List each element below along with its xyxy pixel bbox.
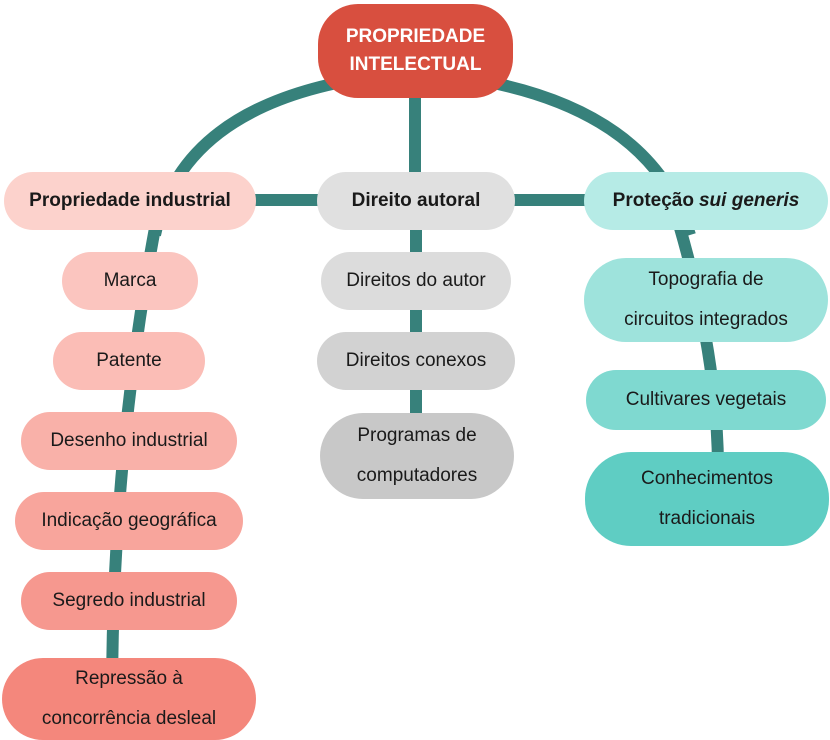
industrial-last-line-2: concorrência desleal <box>41 708 217 729</box>
industrial-item: Patente <box>53 332 205 390</box>
industrial-item: Marca <box>62 252 198 310</box>
industrial-last-line-1: Repressão à <box>75 668 183 689</box>
autoral-head-label: Direito autoral <box>351 190 481 211</box>
suigeneris-last-line-1: Conhecimentos <box>640 468 774 489</box>
autoral-item-label: Direitos conexos <box>345 350 487 371</box>
suigeneris-item-first: Topografia de circuitos integrados <box>584 258 828 342</box>
autoral-last-line-1: Programas de <box>357 425 477 446</box>
suigeneris-head-label: Proteção <box>612 190 694 211</box>
suigeneris-item-last: Conhecimentos tradicionais <box>585 452 829 546</box>
root-line-2: INTELECTUAL <box>349 54 482 75</box>
industrial-head-label: Propriedade industrial <box>29 190 231 211</box>
industrial-item: Segredo industrial <box>21 572 237 630</box>
industrial-head: Propriedade industrial <box>4 172 256 230</box>
autoral-item: Direitos conexos <box>317 332 515 390</box>
root-node: PROPRIEDADE INTELECTUAL <box>318 4 513 98</box>
autoral-item-label: Direitos do autor <box>346 270 486 291</box>
autoral-item: Direitos do autor <box>321 252 511 310</box>
suigeneris-last-line-2: tradicionais <box>658 508 756 529</box>
industrial-item-label: Indicação geográfica <box>41 510 217 531</box>
suigeneris-head-italic: sui generis <box>698 190 800 211</box>
industrial-item-last: Repressão à concorrência desleal <box>2 658 256 740</box>
suigeneris-item-label: Cultivares vegetais <box>625 389 787 410</box>
suigeneris-item: Cultivares vegetais <box>586 370 826 430</box>
industrial-item-label: Marca <box>103 270 157 291</box>
suigeneris-first-line-2: circuitos integrados <box>624 309 788 330</box>
suigeneris-first-line-1: Topografia de <box>648 269 764 290</box>
autoral-head: Direito autoral <box>317 172 515 230</box>
root-line-1: PROPRIEDADE <box>345 26 486 47</box>
industrial-item-label: Patente <box>96 350 162 371</box>
autoral-last-line-2: computadores <box>356 465 478 486</box>
industrial-item-label: Segredo industrial <box>52 590 206 611</box>
industrial-item-label: Desenho industrial <box>50 430 208 451</box>
autoral-item-last: Programas de computadores <box>320 413 514 499</box>
industrial-item: Indicação geográfica <box>15 492 243 550</box>
industrial-item: Desenho industrial <box>21 412 237 470</box>
